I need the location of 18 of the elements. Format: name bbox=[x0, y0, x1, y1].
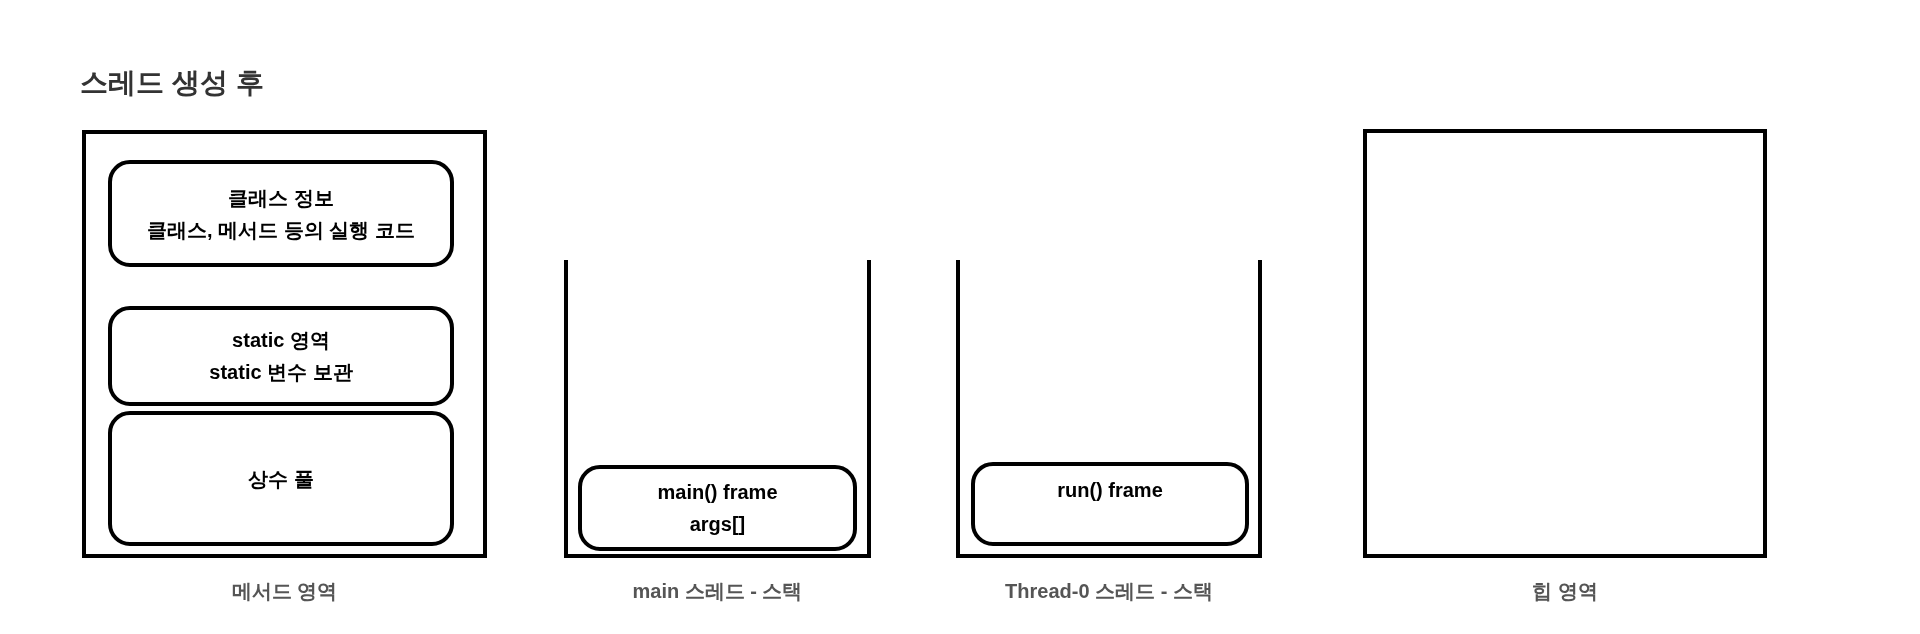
box-text: static 영역 bbox=[232, 328, 330, 353]
box-text: main() frame bbox=[657, 480, 778, 505]
box-text: run() frame bbox=[1057, 478, 1163, 503]
rounded-box bbox=[971, 462, 1249, 546]
title: 스레드 생성 후 bbox=[80, 66, 264, 100]
area-caption: main 스레드 - 스택 bbox=[631, 579, 804, 604]
rounded-box bbox=[578, 465, 857, 551]
box-text: args[] bbox=[689, 512, 746, 537]
box-text: 클래스 정보 bbox=[228, 185, 334, 211]
box-text: static 변수 보관 bbox=[209, 360, 353, 385]
box-text: 클래스, 메서드 등의 실행 코드 bbox=[147, 217, 415, 243]
rounded-box bbox=[108, 306, 454, 406]
area-caption: 메서드 영역 bbox=[230, 579, 339, 604]
area-caption: Thread-0 스레드 - 스택 bbox=[1004, 579, 1214, 604]
rounded-box bbox=[108, 160, 454, 267]
rounded-box bbox=[108, 411, 454, 546]
area-caption: 힙 영역 bbox=[1531, 579, 1599, 604]
box-text: 상수 풀 bbox=[248, 466, 314, 492]
